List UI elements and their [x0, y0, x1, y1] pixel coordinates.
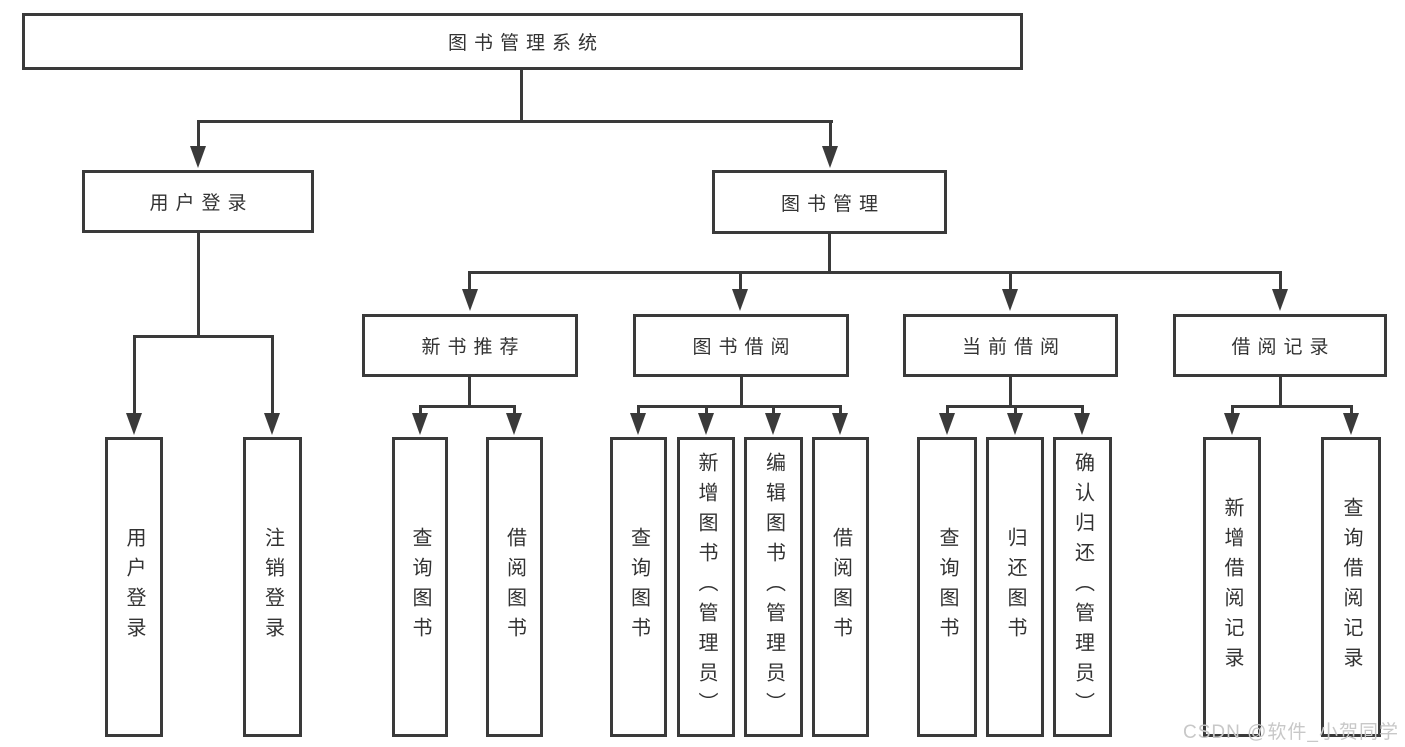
connector-line — [772, 405, 775, 419]
connector-line — [133, 335, 136, 417]
leaf-current-confirm-label: 确认归还（管理员） — [1071, 452, 1094, 722]
connector-line — [468, 271, 1282, 274]
leaf-logout-label: 注销登录 — [261, 527, 284, 647]
leaf-borrow-add-label: 新增图书（管理员） — [695, 452, 717, 722]
leaf-borrow-edit-label: 编辑图书（管理员） — [762, 452, 785, 722]
connector-line — [419, 405, 422, 419]
node-borrow-record-label: 借阅记录 — [1231, 337, 1336, 358]
leaf-borrow-book-label: 借阅图书 — [829, 527, 852, 647]
leaf-current-query-label: 查询图书 — [936, 527, 958, 647]
leaf-current-return-label: 归还图书 — [1004, 527, 1026, 647]
watermark: CSDN @软件_小贺同学 — [1183, 722, 1399, 743]
leaf-user-login-label: 用户登录 — [123, 527, 145, 647]
connector-line — [1014, 405, 1017, 419]
connector-line — [637, 405, 640, 419]
leaf-borrow-query-label: 查询图书 — [627, 527, 650, 647]
connector-line — [946, 405, 949, 419]
connector-line — [520, 70, 523, 122]
leaf-logout: 注销登录 — [243, 437, 302, 737]
arrowhead-down-icon — [765, 413, 781, 435]
connector-line — [637, 405, 841, 408]
arrowhead-down-icon — [832, 413, 848, 435]
arrowhead-down-icon — [190, 146, 206, 168]
leaf-current-return: 归还图书 — [986, 437, 1044, 737]
arrowhead-down-icon — [939, 413, 955, 435]
connector-line — [468, 271, 471, 293]
node-new-book: 新书推荐 — [362, 314, 578, 377]
leaf-user-login: 用户登录 — [105, 437, 163, 737]
node-current-borrow-label: 当前借阅 — [961, 337, 1066, 358]
node-new-book-label: 新书推荐 — [421, 337, 526, 358]
connector-line — [1279, 271, 1282, 293]
arrowhead-down-icon — [412, 413, 428, 435]
leaf-borrow-query: 查询图书 — [610, 437, 667, 737]
node-book-borrow: 图书借阅 — [633, 314, 849, 377]
leaf-record-query: 查询借阅记录 — [1321, 437, 1381, 737]
connector-line — [739, 271, 742, 293]
connector-line — [197, 120, 833, 123]
arrowhead-down-icon — [822, 146, 838, 168]
leaf-newbook-borrow-label: 借阅图书 — [503, 527, 526, 647]
node-root: 图书管理系统 — [22, 13, 1023, 70]
arrowhead-down-icon — [732, 289, 748, 311]
arrowhead-down-icon — [462, 289, 478, 311]
connector-line — [1231, 405, 1234, 419]
arrowhead-down-icon — [1224, 413, 1240, 435]
connector-line — [828, 234, 831, 273]
connector-line — [419, 405, 515, 408]
connector-line — [1350, 405, 1353, 419]
node-book-mgmt-label: 图书管理 — [780, 193, 885, 215]
leaf-record-add: 新增借阅记录 — [1203, 437, 1261, 737]
node-borrow-record: 借阅记录 — [1173, 314, 1387, 377]
arrowhead-down-icon — [1272, 289, 1288, 311]
arrowhead-down-icon — [1343, 413, 1359, 435]
arrowhead-down-icon — [506, 413, 522, 435]
connector-line — [1231, 405, 1352, 408]
connector-line — [839, 405, 842, 419]
connector-line — [133, 335, 274, 338]
connector-line — [513, 405, 516, 419]
connector-line — [1081, 405, 1084, 419]
leaf-current-confirm: 确认归还（管理员） — [1053, 437, 1112, 737]
leaf-newbook-query-label: 查询图书 — [409, 527, 431, 647]
connector-line — [740, 377, 743, 407]
node-current-borrow: 当前借阅 — [903, 314, 1118, 377]
node-user-login-label: 用户登录 — [149, 193, 254, 214]
leaf-newbook-borrow: 借阅图书 — [486, 437, 543, 737]
leaf-current-query: 查询图书 — [917, 437, 977, 737]
node-root-label: 图书管理系统 — [447, 33, 604, 54]
connector-line — [705, 405, 708, 419]
connector-line — [468, 377, 471, 407]
arrowhead-down-icon — [698, 413, 714, 435]
arrowhead-down-icon — [1074, 413, 1090, 435]
leaf-newbook-query: 查询图书 — [392, 437, 448, 737]
leaf-borrow-edit: 编辑图书（管理员） — [744, 437, 803, 737]
node-book-borrow-label: 图书借阅 — [692, 337, 797, 358]
arrowhead-down-icon — [1007, 413, 1023, 435]
leaf-borrow-add: 新增图书（管理员） — [677, 437, 735, 737]
node-book-mgmt: 图书管理 — [712, 170, 947, 234]
arrowhead-down-icon — [630, 413, 646, 435]
arrowhead-down-icon — [126, 413, 142, 435]
leaf-record-add-label: 新增借阅记录 — [1221, 497, 1243, 677]
connector-line — [197, 233, 200, 337]
connector-line — [829, 120, 832, 150]
arrowhead-down-icon — [264, 413, 280, 435]
connector-line — [1009, 377, 1012, 407]
arrowhead-down-icon — [1002, 289, 1018, 311]
connector-line — [1009, 271, 1012, 293]
node-user-login: 用户登录 — [82, 170, 314, 233]
leaf-borrow-book: 借阅图书 — [812, 437, 869, 737]
connector-line — [1279, 377, 1282, 407]
connector-line — [197, 120, 200, 150]
connector-line — [271, 335, 274, 417]
leaf-record-query-label: 查询借阅记录 — [1340, 497, 1362, 677]
